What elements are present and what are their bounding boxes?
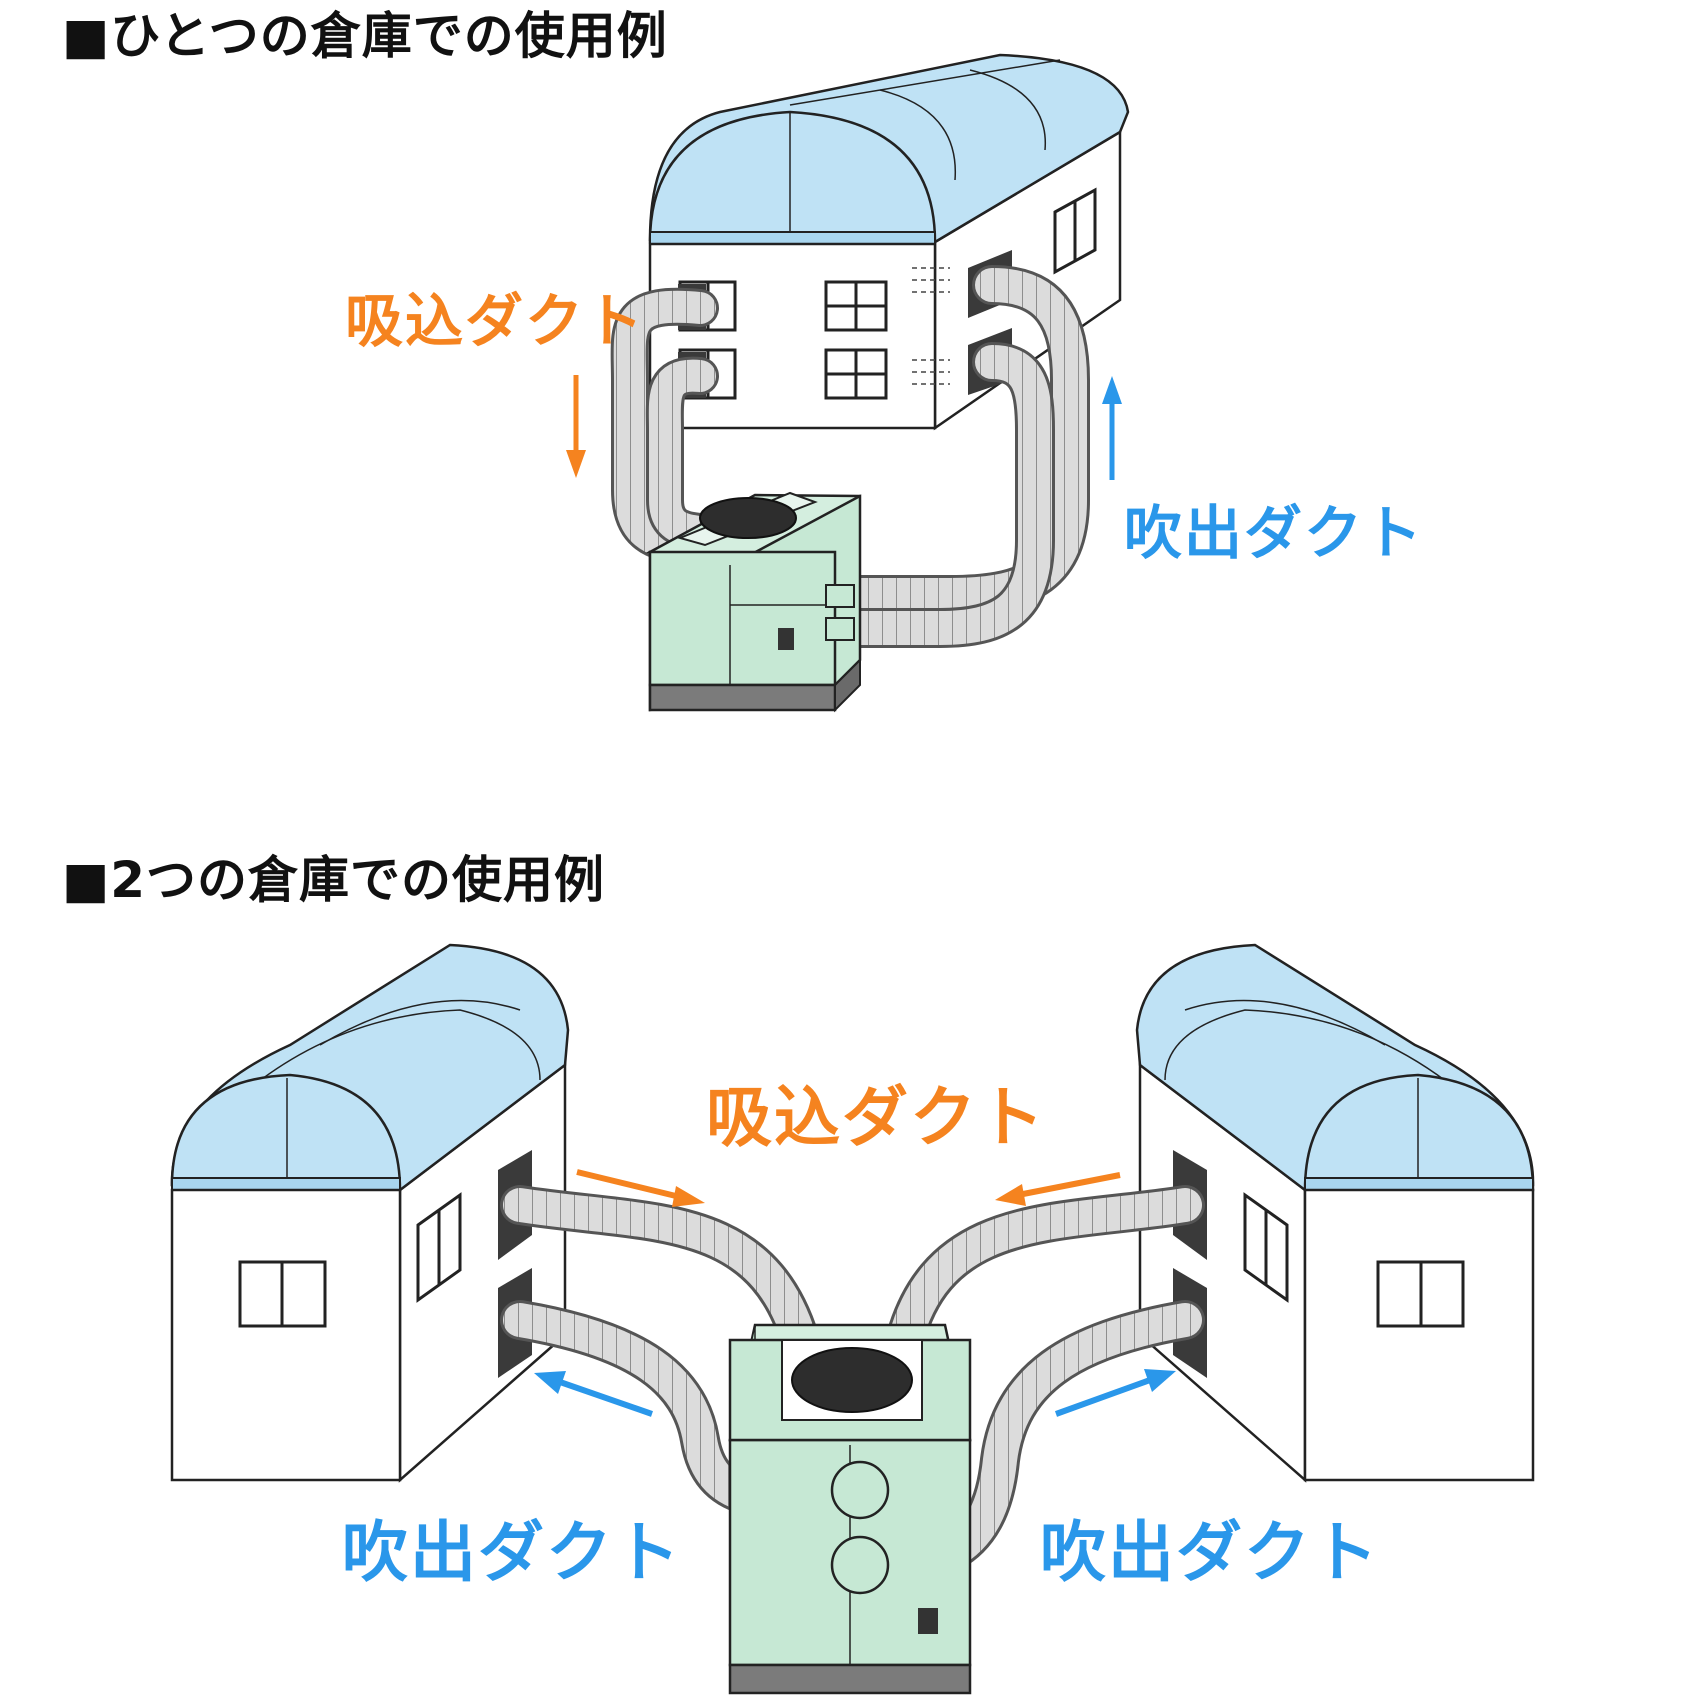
- section2-heading: ■2つの倉庫での使用例: [62, 851, 606, 909]
- window: [824, 348, 888, 400]
- intake-arrow-right-icon: [995, 1172, 1121, 1206]
- intake-arrow-left-icon: [576, 1169, 705, 1207]
- warehouse-building-left: [170, 943, 570, 1483]
- outlet-duct-label-right: 吹出ダクト: [1040, 1514, 1380, 1591]
- fan-icon: [699, 497, 797, 539]
- outlet-arrow-left-icon: [534, 1371, 653, 1417]
- intake-duct-left: [500, 1185, 820, 1360]
- intake-duct: [610, 287, 719, 564]
- single-warehouse-illustration: [566, 53, 1130, 713]
- window: [1376, 1260, 1465, 1328]
- outlet-arrow-right-icon: [1054, 1369, 1176, 1417]
- outlet-duct-left: [500, 1300, 880, 1520]
- window: [416, 1192, 462, 1303]
- intake-arrow-icon: [566, 375, 586, 478]
- fan-icon: [791, 1347, 913, 1413]
- air-conditioner-unit: [645, 491, 862, 713]
- outlet-arrow-icon: [1102, 376, 1122, 480]
- window: [238, 1260, 327, 1328]
- outlet-duct-label: 吹出ダクト: [1124, 499, 1425, 567]
- warehouse-building-right: [1135, 943, 1535, 1483]
- intake-duct-right: [885, 1185, 1205, 1360]
- air-conditioner-unit: [728, 1323, 972, 1695]
- intake-duct-label-2: 吸込ダクト: [706, 1079, 1046, 1156]
- window: [1243, 1192, 1289, 1303]
- outlet-duct: [835, 265, 1090, 648]
- section1-heading: ■ひとつの倉庫での使用例: [62, 7, 668, 65]
- outlet-duct-label-left: 吹出ダクト: [342, 1514, 682, 1591]
- window: [824, 280, 888, 332]
- intake-duct-label: 吸込ダクト: [345, 287, 646, 355]
- window: [1053, 187, 1097, 275]
